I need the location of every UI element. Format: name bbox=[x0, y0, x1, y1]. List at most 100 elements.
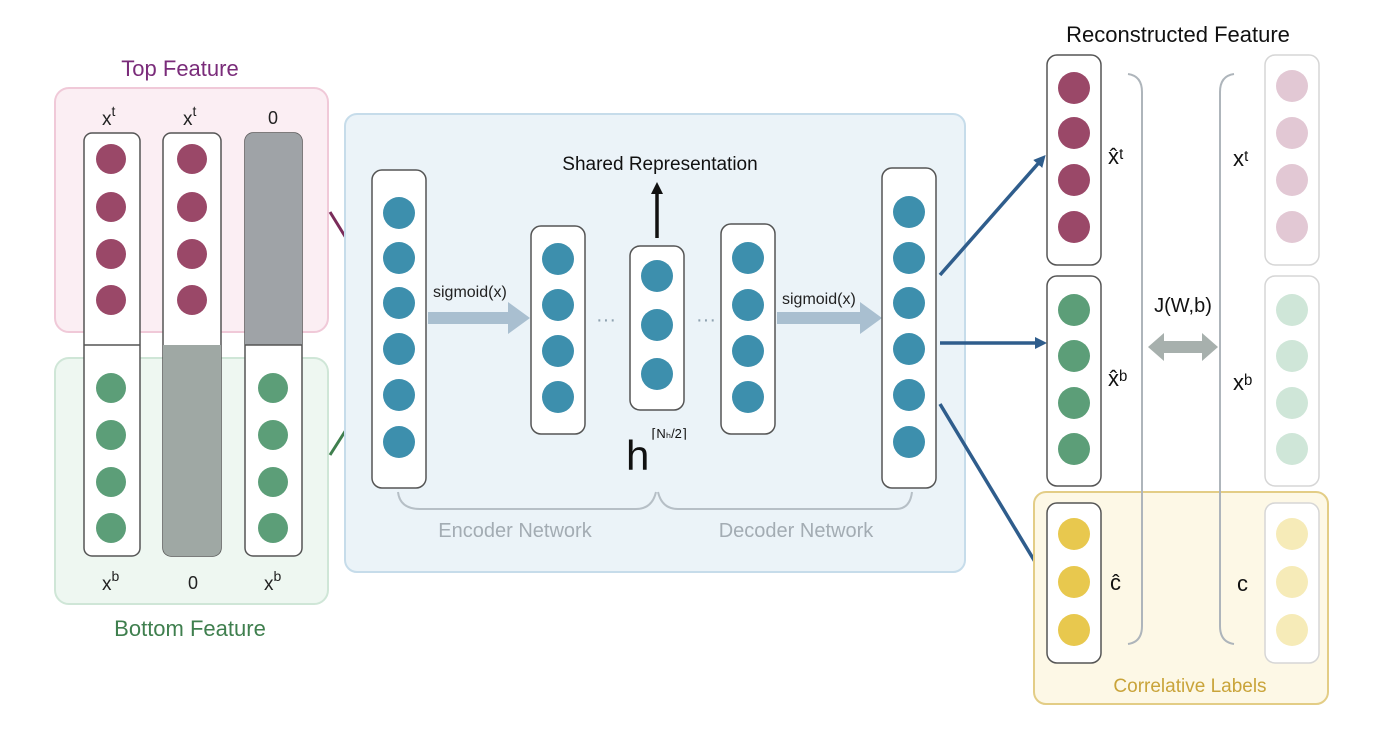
hidden-layer-3 bbox=[720, 223, 776, 435]
target-neuron-bottom bbox=[1276, 387, 1308, 419]
zero-block bbox=[245, 133, 302, 345]
reconstructed-neuron-top bbox=[1058, 72, 1090, 104]
encoder-label: Encoder Network bbox=[438, 520, 592, 542]
network-neuron bbox=[893, 333, 925, 365]
network-neuron bbox=[383, 242, 415, 274]
right-bracket bbox=[1219, 73, 1235, 645]
top-feature-title: Top Feature bbox=[121, 56, 238, 81]
col3-bottom-label: xb bbox=[264, 568, 282, 595]
sigmoid-label-right: sigmoid(x) bbox=[782, 291, 856, 308]
decoder-brace bbox=[657, 491, 913, 510]
ellipsis-left: ··· bbox=[596, 309, 616, 331]
reconstructed-neuron-bottom bbox=[1058, 433, 1090, 465]
input-neuron-top bbox=[96, 285, 126, 315]
network-neuron bbox=[893, 379, 925, 411]
encoder-brace bbox=[397, 491, 657, 510]
loss-double-arrow bbox=[1148, 333, 1218, 361]
reconstructed-feature-title: Reconstructed Feature bbox=[1066, 22, 1290, 47]
target-neuron-label bbox=[1276, 566, 1308, 598]
target-neuron-bottom bbox=[1276, 433, 1308, 465]
network-neuron bbox=[893, 287, 925, 319]
network-neuron bbox=[732, 242, 764, 274]
network-neuron bbox=[641, 358, 673, 390]
network-neuron bbox=[383, 426, 415, 458]
correlative-labels-title: Correlative Labels bbox=[1113, 676, 1266, 697]
network-neuron bbox=[641, 260, 673, 292]
sigmoid-label-left: sigmoid(x) bbox=[433, 284, 507, 301]
reconstructed-bottom-column bbox=[1046, 275, 1102, 487]
reconstructed-neuron-top bbox=[1058, 211, 1090, 243]
network-neuron bbox=[893, 242, 925, 274]
col3-top-label: 0 bbox=[268, 108, 278, 128]
input-neuron-bottom bbox=[96, 373, 126, 403]
input-neuron-bottom bbox=[258, 467, 288, 497]
target-neuron-top bbox=[1276, 211, 1308, 243]
loss-label: J(W,b) bbox=[1154, 295, 1212, 317]
input-neuron-top bbox=[177, 239, 207, 269]
input-neuron-bottom bbox=[96, 513, 126, 543]
zero-block-top bbox=[163, 345, 221, 359]
reconstructed-neuron-top bbox=[1058, 117, 1090, 149]
output-layer bbox=[881, 167, 937, 489]
target-neuron-top bbox=[1276, 164, 1308, 196]
input-neuron-bottom bbox=[258, 420, 288, 450]
network-neuron bbox=[732, 289, 764, 321]
reconstructed-neuron-bottom bbox=[1058, 294, 1090, 326]
target-bottom-column bbox=[1264, 275, 1320, 487]
hidden-layer-1 bbox=[530, 225, 586, 435]
correlative-labels-panel bbox=[1033, 491, 1329, 705]
reconstructed-neuron-top bbox=[1058, 164, 1090, 196]
network-neuron bbox=[641, 309, 673, 341]
zero-block-bottom bbox=[245, 331, 302, 345]
c-label: c bbox=[1237, 571, 1248, 596]
col1-top-label: xt bbox=[102, 103, 116, 130]
target-neuron-label bbox=[1276, 614, 1308, 646]
target-neuron-bottom bbox=[1276, 294, 1308, 326]
input-neuron-bottom bbox=[96, 420, 126, 450]
ellipsis-right: ··· bbox=[696, 309, 716, 331]
target-top-column bbox=[1264, 54, 1320, 266]
bottom-feature-title: Bottom Feature bbox=[114, 616, 266, 641]
network-neuron bbox=[383, 287, 415, 319]
reconstructed-neuron-label bbox=[1058, 566, 1090, 598]
input-neuron-bottom bbox=[96, 467, 126, 497]
target-neuron-top bbox=[1276, 70, 1308, 102]
input-neuron-top bbox=[96, 192, 126, 222]
network-neuron bbox=[893, 426, 925, 458]
left-bracket bbox=[1127, 73, 1143, 645]
c-hat-label: ĉ bbox=[1110, 570, 1121, 595]
network-neuron bbox=[542, 243, 574, 275]
sigmoid-arrow-right bbox=[777, 302, 882, 334]
network-neuron bbox=[383, 197, 415, 229]
col2-bottom-label: 0 bbox=[188, 573, 198, 593]
target-neuron-label bbox=[1276, 518, 1308, 550]
network-neuron bbox=[383, 333, 415, 365]
network-neuron bbox=[383, 379, 415, 411]
output-arrow-top bbox=[938, 154, 1046, 277]
xb-hat-label: x̂ᵇ bbox=[1108, 366, 1127, 391]
target-neuron-top bbox=[1276, 117, 1308, 149]
network-neuron bbox=[732, 335, 764, 367]
target-neuron-bottom bbox=[1276, 340, 1308, 372]
input-neuron-bottom bbox=[258, 513, 288, 543]
reconstructed-neuron-label bbox=[1058, 518, 1090, 550]
network-neuron bbox=[542, 289, 574, 321]
output-arrow-bottom bbox=[938, 403, 1046, 579]
network-neuron bbox=[893, 196, 925, 228]
col2-top-label: xt bbox=[183, 103, 197, 130]
input-neuron-top bbox=[96, 144, 126, 174]
sigmoid-arrow-left bbox=[428, 302, 530, 334]
zero-block bbox=[163, 345, 221, 556]
xt-label: xᵗ bbox=[1233, 146, 1249, 171]
input-neuron-top bbox=[177, 285, 207, 315]
network-neuron bbox=[732, 381, 764, 413]
reconstructed-neuron-bottom bbox=[1058, 340, 1090, 372]
input-neuron-top bbox=[96, 239, 126, 269]
xb-label: xᵇ bbox=[1233, 370, 1252, 395]
network-neuron bbox=[542, 381, 574, 413]
decoder-label: Decoder Network bbox=[719, 520, 875, 542]
input-neuron-top bbox=[177, 192, 207, 222]
xt-hat-label: x̂ᵗ bbox=[1108, 144, 1124, 169]
reconstructed-neuron-bottom bbox=[1058, 387, 1090, 419]
